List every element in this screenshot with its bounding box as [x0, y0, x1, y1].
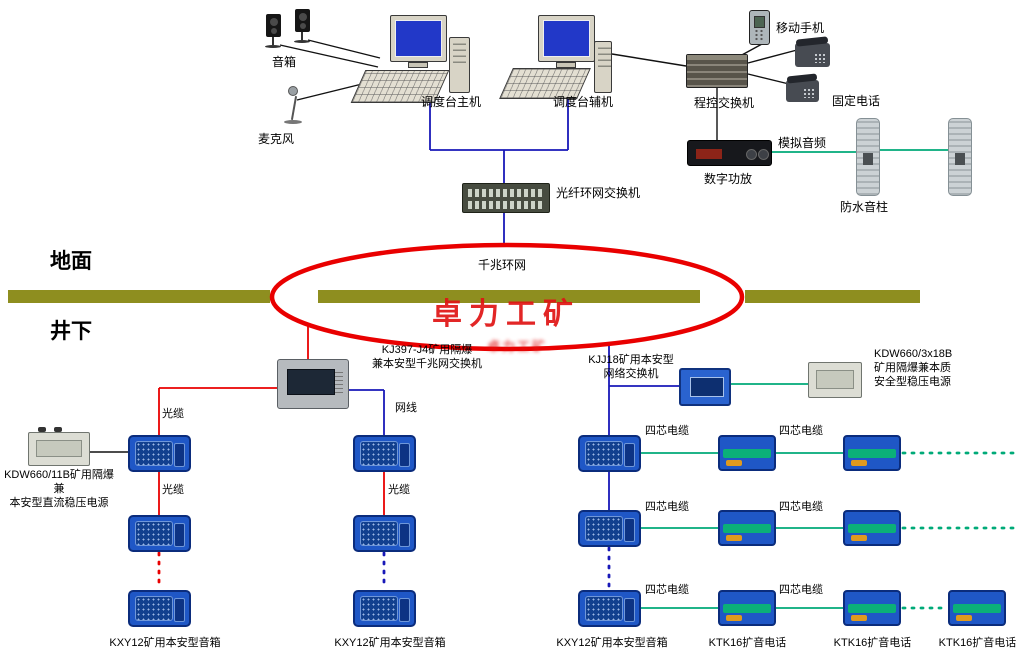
microphone-icon — [288, 86, 298, 96]
kjj18-switch-icon — [679, 368, 731, 406]
label-zone-underground: 井下 — [50, 319, 92, 343]
kdw660-left-knob — [38, 427, 46, 432]
label-four-core-cable: 四芯电缆 — [645, 501, 689, 513]
label-fiber-cable: 光缆 — [388, 484, 410, 496]
kxy12-speaker-box — [353, 515, 416, 552]
label-zone-surface: 地面 — [50, 249, 92, 273]
waterproof-column-icon — [856, 118, 880, 196]
speaker-stand-base — [265, 45, 281, 48]
fixed-phone-icon — [786, 80, 819, 102]
label-kdw660-right: KDW660/3x18B 矿用隔爆兼本质 安全型稳压电源 — [874, 348, 953, 388]
ktk16-phone-box — [843, 435, 901, 471]
label-ktk16-2: KTK16扩音电话 — [833, 637, 912, 649]
label-four-core-cable: 四芯电缆 — [779, 501, 823, 513]
watermark-text: 卓力工矿 — [432, 298, 580, 331]
ktk16-phone-box — [718, 510, 776, 546]
watermark-subtext: 卓力工矿 — [486, 339, 547, 354]
label-speakers: 音箱 — [272, 55, 297, 69]
fixed-phone-icon — [795, 43, 830, 67]
label-dispatch-main: 调度台主机 — [421, 95, 482, 109]
speaker-cabinet-icon — [266, 14, 281, 37]
kxy12-speaker-box — [578, 510, 641, 547]
speaker-stand — [301, 32, 303, 40]
kxy12-speaker-box — [128, 515, 191, 552]
pbx-switch-icon — [686, 54, 748, 88]
label-fixed-phone: 固定电话 — [832, 94, 881, 108]
ktk16-phone-box — [718, 435, 776, 471]
label-kjj18: KJJ18矿用本安型 网络交换机 — [588, 354, 674, 380]
divider-bar-right — [745, 290, 920, 303]
label-four-core-cable: 四芯电缆 — [645, 584, 689, 596]
kj397-switch-icon — [277, 359, 349, 409]
ktk16-phone-box — [843, 510, 901, 546]
ktk16-phone-box — [948, 590, 1006, 626]
ktk16-phone-box — [843, 590, 901, 626]
label-fiber-cable: 光缆 — [162, 408, 184, 420]
label-pbx: 程控交换机 — [694, 96, 755, 110]
dispatch-aux-monitor-stand — [556, 62, 576, 68]
dispatch-main-monitor-icon — [390, 15, 447, 62]
divider-bar-left — [8, 290, 270, 303]
kdw660-left-power-icon — [28, 432, 90, 466]
label-kdw660-left: KDW660/11B矿用隔爆兼 本安型直流稳压电源 — [4, 469, 114, 509]
fiber-ring-switch-icon — [462, 183, 550, 213]
ktk16-phone-box — [718, 590, 776, 626]
label-kj397: KJ397-J4矿用隔爆 兼本安型千兆网交换机 — [372, 344, 482, 370]
kxy12-speaker-box — [353, 590, 416, 627]
line-aux-pc-to-pbx — [611, 53, 687, 67]
label-four-core-cable: 四芯电缆 — [645, 425, 689, 437]
waterproof-column-icon — [948, 118, 972, 196]
kxy12-speaker-box — [578, 590, 641, 627]
dispatch-main-monitor-stand — [408, 62, 428, 68]
kdw660-right-power-icon — [808, 362, 862, 398]
label-fiber-cable: 光缆 — [162, 484, 184, 496]
microphone-base — [284, 120, 302, 124]
dispatch-main-tower-icon — [449, 37, 470, 93]
speaker-stand — [272, 37, 274, 45]
label-four-core-cable: 四芯电缆 — [779, 584, 823, 596]
label-analog-audio: 模拟音频 — [778, 136, 827, 150]
speaker-stand-base — [294, 40, 310, 43]
label-microphone: 麦克风 — [258, 132, 295, 146]
mobile-phone-icon — [749, 10, 770, 45]
kxy12-speaker-box — [353, 435, 416, 472]
label-gigabit-ring: 千兆环网 — [478, 258, 527, 272]
speaker-cabinet-icon — [295, 9, 310, 32]
line-pbx-to-phone1 — [747, 49, 798, 64]
label-kxy12-col2: KXY12矿用本安型音箱 — [334, 637, 446, 649]
label-fiber-ring-switch: 光纤环网交换机 — [556, 186, 641, 200]
dispatch-aux-monitor-icon — [538, 15, 595, 62]
kxy12-speaker-box — [128, 590, 191, 627]
microphone-stem — [290, 96, 298, 120]
label-dispatch-aux: 调度台辅机 — [553, 95, 614, 109]
label-kxy12-col3: KXY12矿用本安型音箱 — [556, 637, 668, 649]
kdw660-left-knob — [54, 427, 62, 432]
label-network-cable: 网线 — [395, 402, 417, 414]
label-ktk16-1: KTK16扩音电话 — [708, 637, 787, 649]
label-four-core-cable: 四芯电缆 — [779, 425, 823, 437]
label-digital-amplifier: 数字功放 — [704, 172, 753, 186]
line-speaker2-to-pc — [307, 39, 381, 59]
line-pbx-to-phone2 — [747, 73, 790, 85]
kxy12-speaker-box — [128, 435, 191, 472]
label-ktk16-3: KTK16扩音电话 — [938, 637, 1017, 649]
label-waterproof-column: 防水音柱 — [840, 200, 889, 214]
label-kxy12-col1: KXY12矿用本安型音箱 — [109, 637, 221, 649]
label-mobile-phone: 移动手机 — [776, 21, 825, 35]
digital-amplifier-icon — [687, 140, 772, 166]
dispatch-aux-tower-icon — [594, 41, 612, 93]
kxy12-speaker-box — [578, 435, 641, 472]
